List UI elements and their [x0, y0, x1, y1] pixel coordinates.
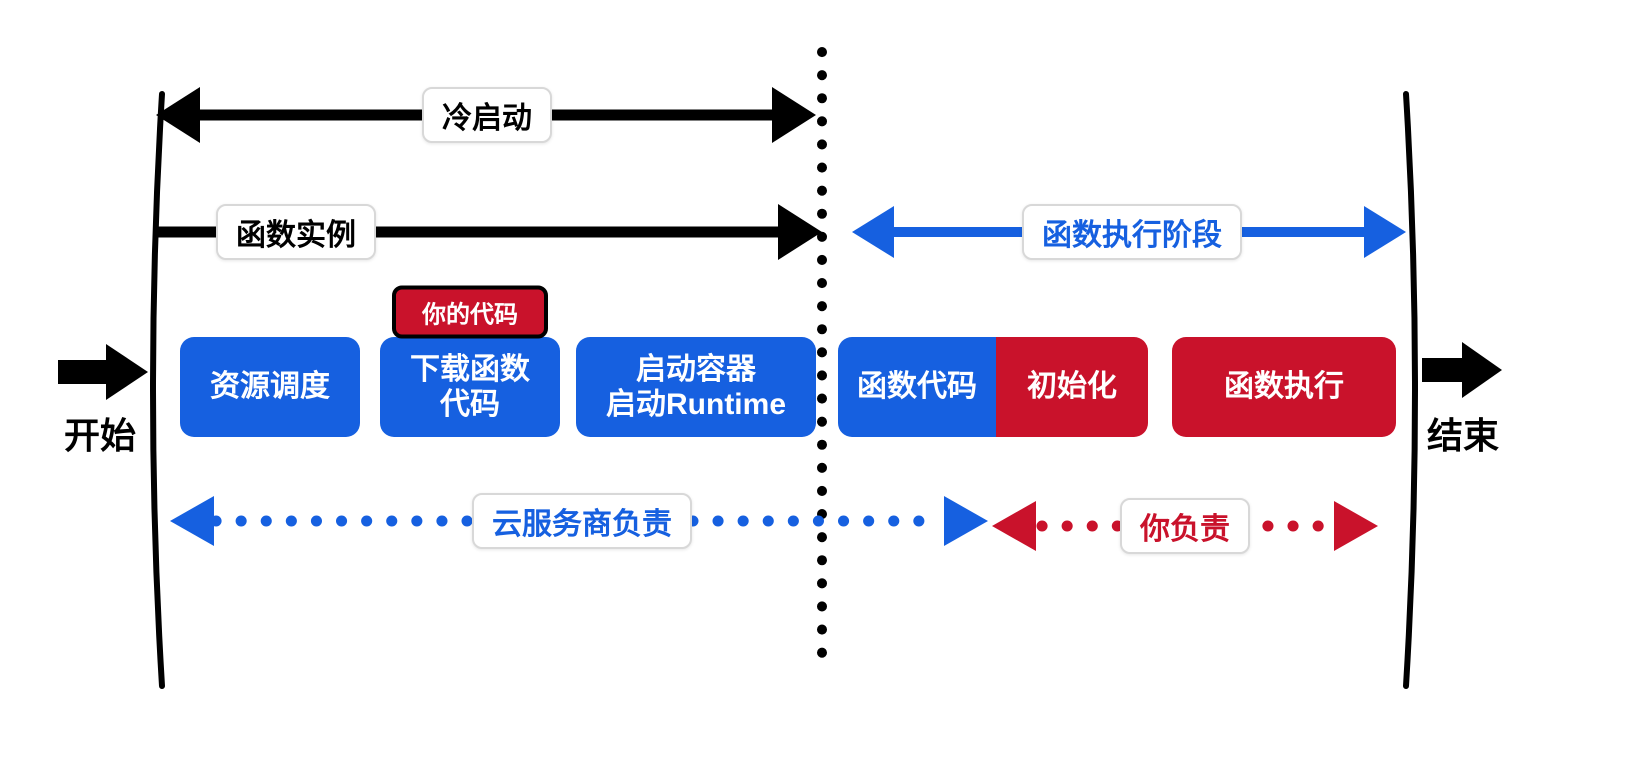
your-responsibility-arrow-right-head [1334, 501, 1378, 551]
your-responsibility-dotted-arrow [992, 501, 1378, 551]
execution-arrow-left-head [852, 206, 894, 258]
step-download-function-code: 下载函数 代码 [380, 337, 560, 437]
start-arrow-head [106, 344, 148, 400]
end-arrow-icon [1422, 342, 1502, 398]
end-label: 结束 [1426, 415, 1500, 456]
step-start-container-runtime: 启动容器 启动Runtime [576, 337, 816, 437]
your-code-badge: 你的代码 [392, 285, 548, 339]
cloud-provider-dotted-arrow [170, 496, 988, 546]
function-execution-phase-label: 函数执行阶段 [1022, 204, 1242, 260]
left-bracket [150, 91, 165, 689]
cold-start-arrow-left-head [156, 87, 200, 143]
step-resource-scheduling: 资源调度 [180, 337, 360, 437]
your-responsibility-label: 你负责 [1120, 498, 1250, 554]
step-function-code: 函数代码 [838, 337, 996, 437]
cold-start-arrow-right-head [772, 87, 816, 143]
cold-start-label: 冷启动 [422, 87, 552, 143]
end-arrow-head [1462, 342, 1502, 398]
execution-arrow-right-head [1364, 206, 1406, 258]
step-function-execution: 函数执行 [1172, 337, 1396, 437]
your-responsibility-arrow-left-head [992, 501, 1036, 551]
function-instance-label: 函数实例 [216, 204, 376, 260]
start-arrow-icon [58, 344, 148, 400]
right-bracket [1403, 91, 1418, 689]
cloud-provider-arrow-right-head [944, 496, 988, 546]
cloud-provider-arrow-left-head [170, 496, 214, 546]
start-label: 开始 [63, 415, 137, 456]
step-initialization: 初始化 [996, 337, 1148, 437]
cloud-provider-label: 云服务商负责 [472, 493, 692, 549]
function-instance-arrow-head [778, 204, 822, 260]
